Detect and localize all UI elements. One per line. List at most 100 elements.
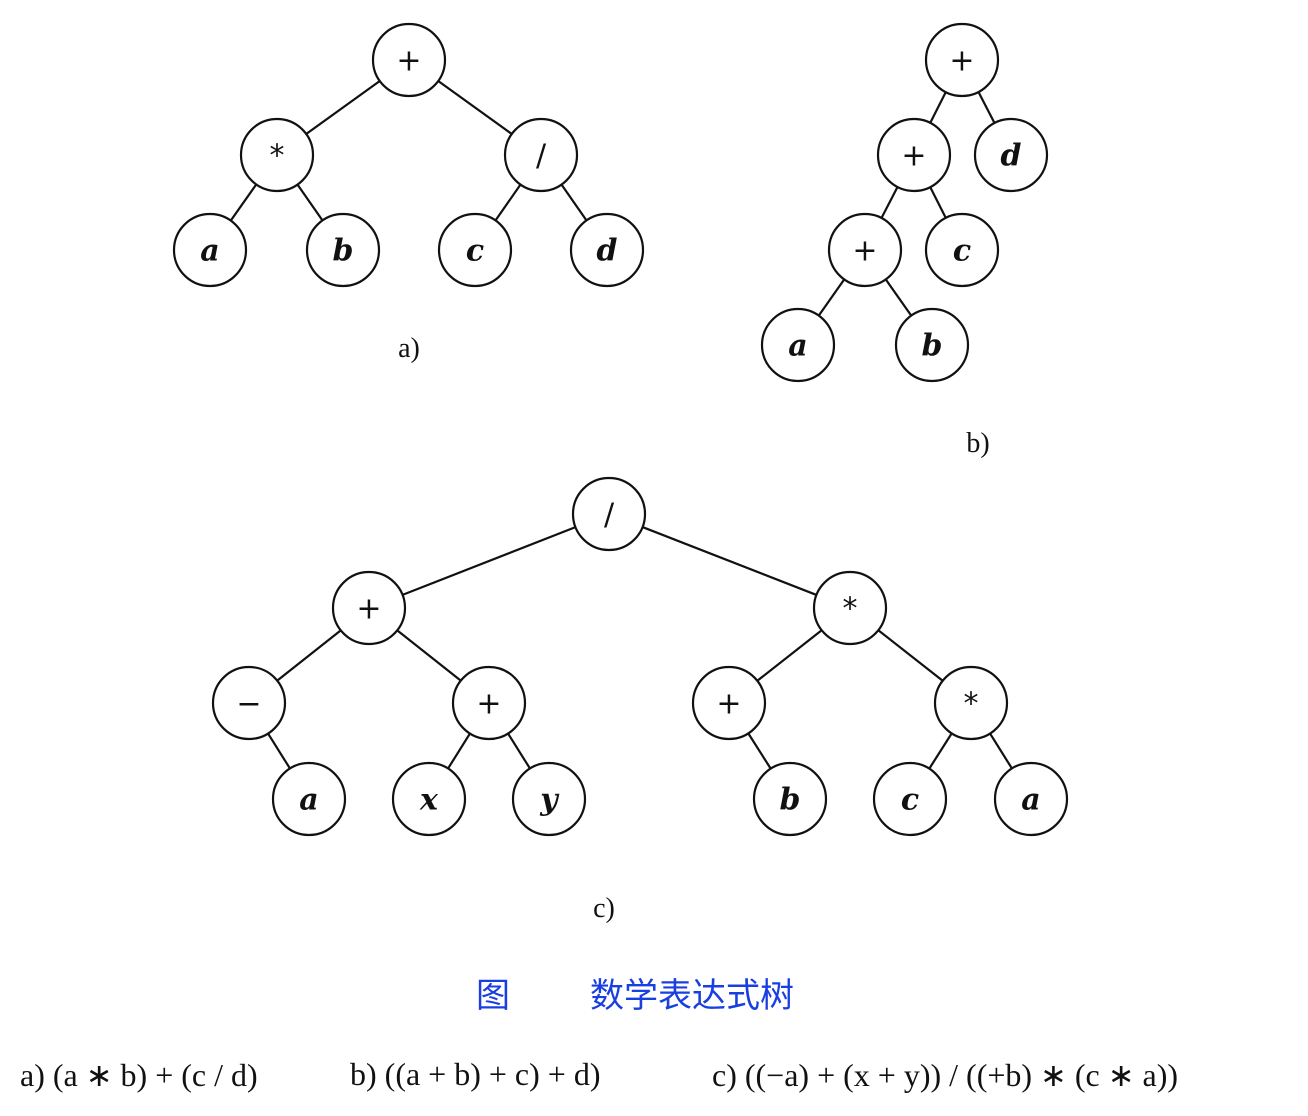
tree-node-b5: c: [924, 212, 1000, 288]
tree-edge-c5-c9: [447, 732, 471, 770]
tree-edge-c7-c13: [989, 732, 1013, 770]
node-label: d: [1001, 139, 1022, 174]
tree-edge-b1-b2: [929, 91, 947, 124]
node-circle: [691, 665, 767, 741]
node-label: *: [843, 592, 858, 627]
tree-node-a1: +: [371, 22, 447, 98]
node-circle: [569, 212, 645, 288]
node-label: a: [299, 783, 318, 818]
tree-edge-b1-b3: [977, 91, 996, 124]
node-circle: [239, 117, 315, 193]
node-label: +: [901, 139, 926, 174]
node-circle: [993, 761, 1069, 837]
tree-node-c6: +: [691, 665, 767, 741]
node-circle: [933, 665, 1009, 741]
node-label: x: [419, 783, 439, 818]
tree-edge-b2-b4: [880, 186, 899, 219]
node-label: +: [949, 44, 974, 79]
tree-edge-a1-a2: [305, 80, 381, 135]
tree-edge-a3-a6: [494, 183, 522, 222]
formula-b: b) ((a + b) + c) + d): [350, 1056, 601, 1092]
tree-node-b2: +: [876, 117, 952, 193]
node-circle: [172, 212, 248, 288]
tree-node-a4: a: [172, 212, 248, 288]
node-circle: [571, 476, 647, 552]
node-circle: [305, 212, 381, 288]
tree-node-c12: c: [872, 761, 948, 837]
node-label: b: [780, 783, 801, 818]
formula-c: c) ((−a) + (x + y)) / ((+b) ∗ (c ∗ a)): [712, 1057, 1179, 1093]
tree-edge-c7-c12: [928, 732, 953, 770]
formula-line: a) (a ∗ b) + (c / d) b) ((a + b) + c) + …: [0, 1056, 1308, 1106]
node-circle: [894, 307, 970, 383]
tree-node-a5: b: [305, 212, 381, 288]
tree-edge-a2-a4: [229, 183, 258, 222]
labels-layer: a)b)c): [398, 333, 990, 924]
formula-a: a) (a ∗ b) + (c / d): [20, 1057, 258, 1093]
tree-node-c13: a: [993, 761, 1069, 837]
tree-edge-c2-c4: [276, 629, 342, 682]
node-label: +: [396, 44, 421, 79]
tree-node-b6: a: [760, 307, 836, 383]
node-circle: [511, 761, 587, 837]
edges-layer: [229, 80, 1013, 770]
node-label: +: [852, 234, 877, 269]
node-label: *: [964, 687, 979, 722]
node-label: y: [539, 783, 560, 818]
node-circle: [451, 665, 527, 741]
tree-edge-a1-a3: [437, 80, 513, 135]
node-label: c: [466, 234, 484, 269]
node-circle: [924, 212, 1000, 288]
tree-edge-a2-a5: [296, 183, 324, 222]
tree-node-b4: +: [827, 212, 903, 288]
tree-edge-c3-c7: [877, 629, 944, 682]
tree-node-c2: +: [331, 570, 407, 646]
tree-sublabel-0: a): [398, 333, 420, 364]
node-circle: [827, 212, 903, 288]
tree-node-b7: b: [894, 307, 970, 383]
node-label: *: [270, 139, 285, 174]
tree-sublabel-2: c): [593, 893, 615, 924]
node-circle: [924, 22, 1000, 98]
tree-node-a6: c: [437, 212, 513, 288]
tree-edge-c4-c8: [267, 732, 291, 770]
node-label: a: [200, 234, 219, 269]
tree-edge-c2-c5: [396, 629, 462, 682]
tree-edge-c5-c10: [507, 732, 531, 770]
node-circle: [760, 307, 836, 383]
caption-prefix: 图: [476, 976, 510, 1016]
node-label: a: [1021, 783, 1040, 818]
tree-edge-c3-c6: [756, 629, 823, 682]
node-label: d: [597, 234, 618, 269]
node-label: /: [536, 139, 547, 174]
tree-edge-c1-c2: [402, 526, 576, 596]
node-circle: [812, 570, 888, 646]
tree-edge-c1-c3: [642, 526, 817, 596]
tree-edge-b4-b6: [817, 278, 846, 317]
node-circle: [973, 117, 1049, 193]
node-label: +: [716, 687, 741, 722]
tree-edge-a3-a7: [560, 183, 588, 222]
node-circle: [331, 570, 407, 646]
node-label: c: [953, 234, 971, 269]
tree-node-c5: +: [451, 665, 527, 741]
tree-node-c9: x: [391, 761, 467, 837]
caption-title: 数学表达式树: [590, 976, 794, 1016]
tree-node-b3: d: [973, 117, 1049, 193]
node-label: a: [788, 329, 807, 364]
figure-caption: 图 数学表达式树: [0, 968, 1308, 1018]
node-circle: [503, 117, 579, 193]
tree-node-c11: b: [752, 761, 828, 837]
tree-node-a7: d: [569, 212, 645, 288]
tree-node-c7: *: [933, 665, 1009, 741]
tree-node-c8: a: [271, 761, 347, 837]
node-circle: [271, 761, 347, 837]
tree-node-c4: −: [211, 665, 287, 741]
node-label: b: [333, 234, 354, 269]
node-label: /: [604, 498, 615, 533]
node-circle: [211, 665, 287, 741]
node-circle: [437, 212, 513, 288]
node-circle: [752, 761, 828, 837]
